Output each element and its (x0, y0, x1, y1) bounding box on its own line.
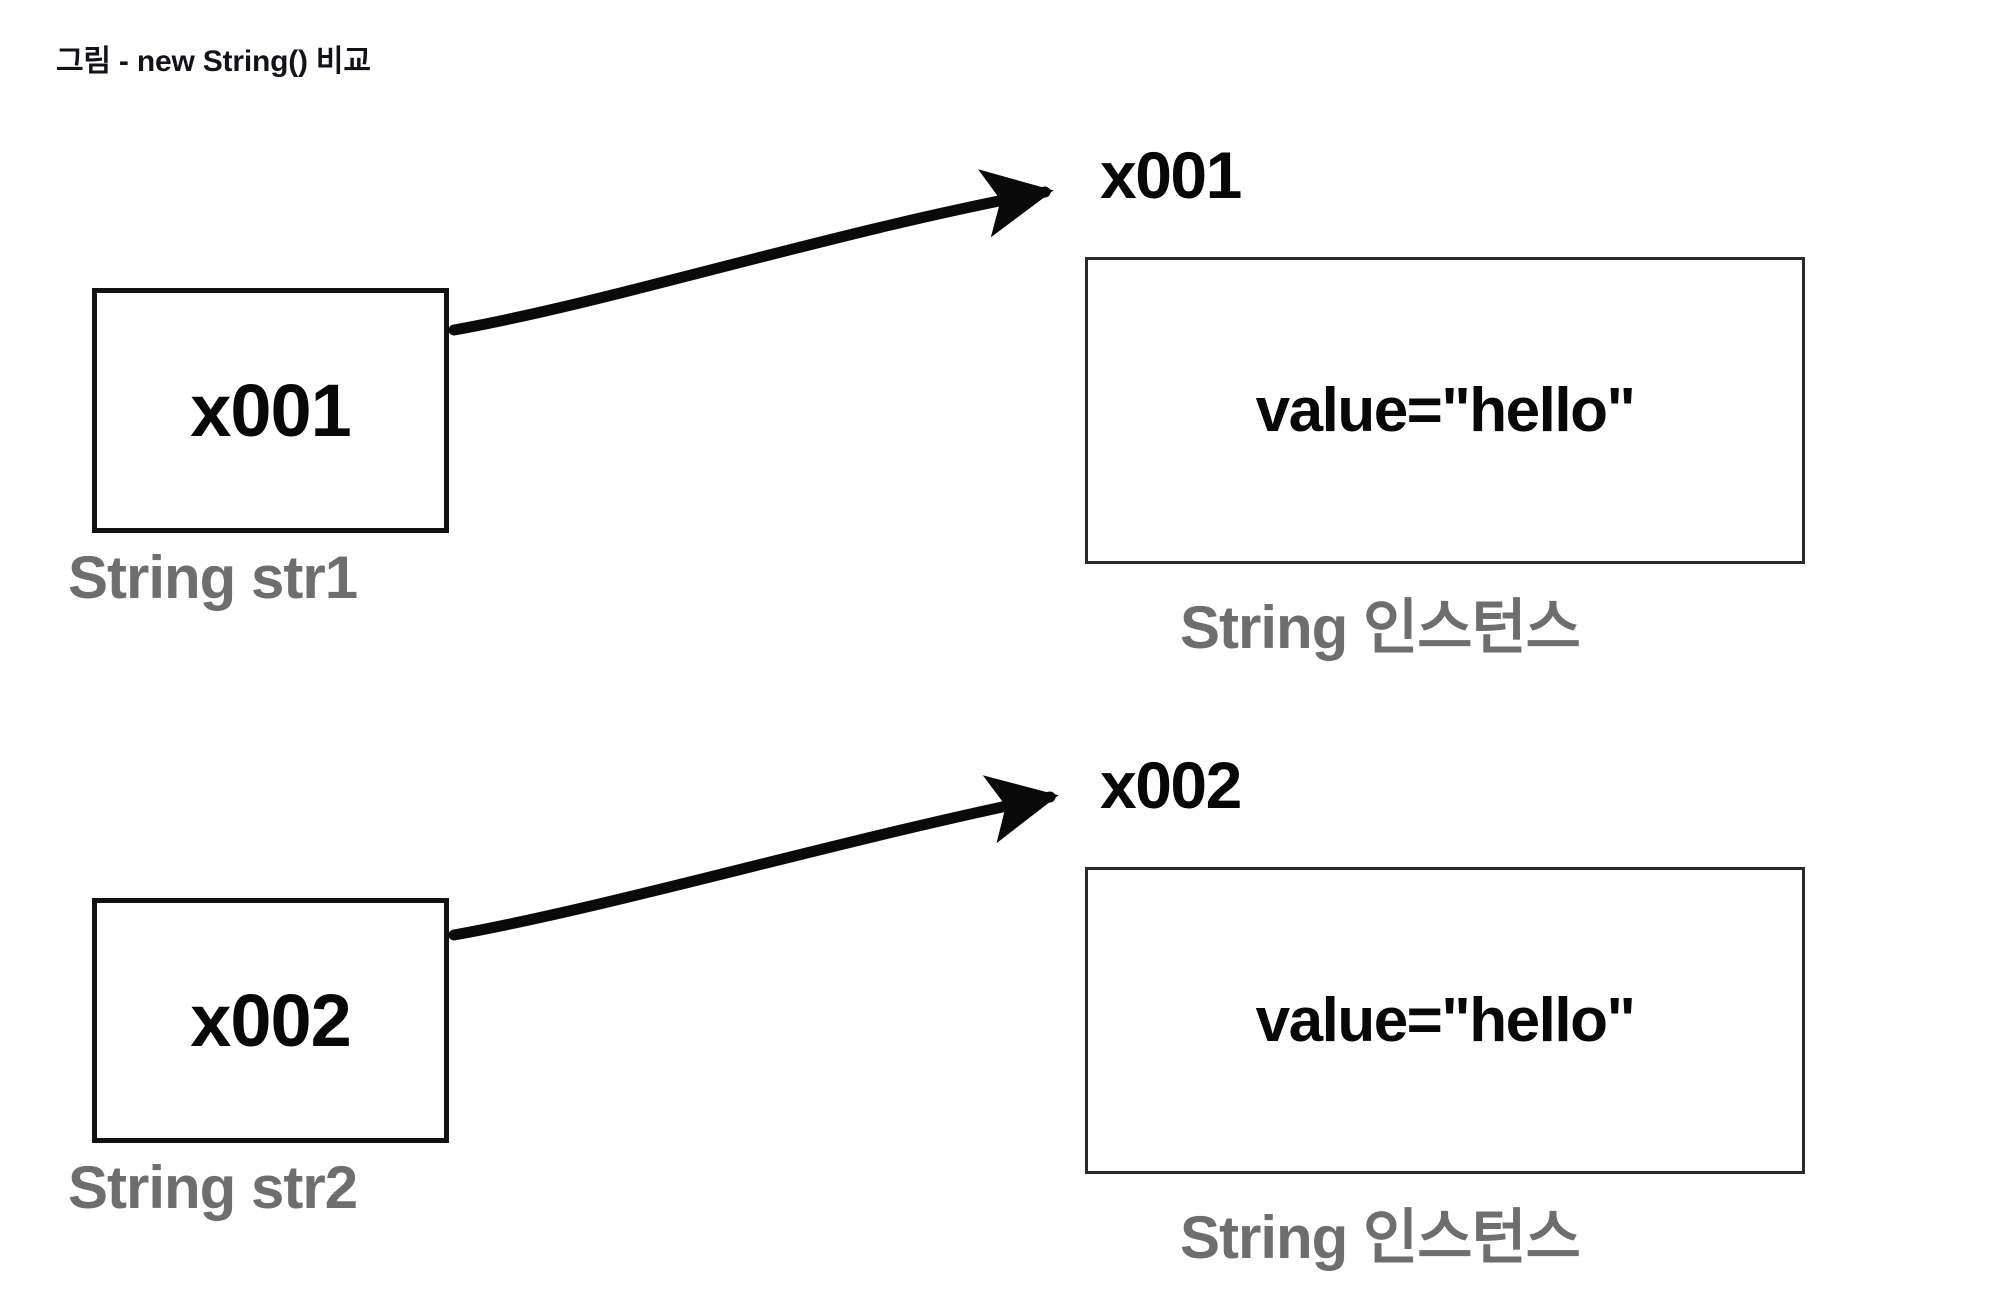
figure-title: 그림 - new String() 비교 (56, 45, 371, 78)
instance-box-row-2-caption: String 인스턴스 (1180, 1204, 1581, 1271)
instance-box-row-1-value: value="hello" (1255, 375, 1636, 445)
pointer-arrow-row-1 (448, 169, 1054, 336)
variable-box-str2-value: x002 (190, 978, 352, 1062)
variable-box-str1-value: x001 (190, 368, 352, 452)
variable-box-str2-caption: String str2 (68, 1154, 358, 1221)
instance-box-row-2-value: value="hello" (1255, 985, 1636, 1055)
pointer-label-row-1: x001 (1100, 138, 1242, 212)
instance-box-row-1: value="hello" (1085, 257, 1805, 564)
pointer-label-row-2: x002 (1100, 748, 1242, 822)
pointer-arrow-row-2 (448, 775, 1059, 941)
variable-box-str2: x002 (92, 898, 449, 1143)
variable-box-str1: x001 (92, 288, 449, 533)
instance-box-row-2: value="hello" (1085, 867, 1805, 1174)
instance-box-row-1-caption: String 인스턴스 (1180, 594, 1581, 661)
variable-box-str1-caption: String str1 (68, 544, 358, 611)
